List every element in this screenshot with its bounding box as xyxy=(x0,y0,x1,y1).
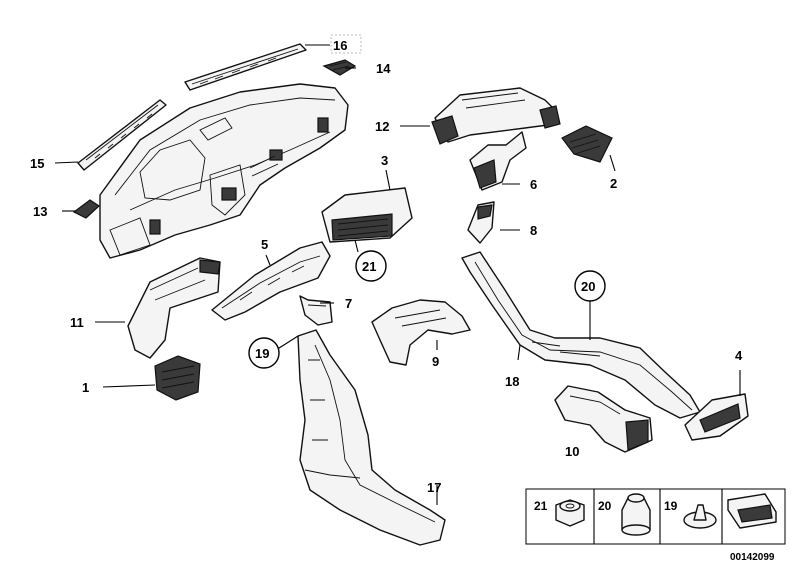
part-9-duct xyxy=(371,299,471,366)
part-15-side-strip xyxy=(77,99,167,171)
label-6: 6 xyxy=(530,177,537,192)
dashboard-panel xyxy=(99,83,349,259)
label-3: 3 xyxy=(381,153,388,168)
circle-19 xyxy=(248,337,280,369)
part-17-floor-duct xyxy=(297,329,446,546)
part-13-cap xyxy=(72,199,100,219)
part-16-defroster-strip xyxy=(184,43,307,91)
label-9: 9 xyxy=(432,354,439,369)
legend-20: 20 xyxy=(598,499,612,513)
clip-icon xyxy=(683,504,717,529)
part-8-piece xyxy=(467,201,495,244)
label-18: 18 xyxy=(505,374,519,389)
legend-21: 21 xyxy=(534,499,548,513)
part-1-left-vent xyxy=(154,355,201,401)
part-4-right-vent xyxy=(684,393,749,441)
leader-lines xyxy=(54,44,741,505)
clip-nut-icon xyxy=(621,493,651,536)
seal-strip-icon xyxy=(727,493,777,529)
circle-20 xyxy=(574,270,606,302)
part-5-middle-duct xyxy=(211,241,331,321)
part-3-center-vent xyxy=(321,187,413,243)
diagram-code: 00142099 xyxy=(730,552,775,563)
label-14: 14 xyxy=(376,61,391,76)
label-4: 4 xyxy=(735,348,743,363)
label-5: 5 xyxy=(261,237,268,252)
label-21: 21 xyxy=(362,259,376,274)
part-6-connector xyxy=(469,131,527,191)
label-8: 8 xyxy=(530,223,537,238)
label-15: 15 xyxy=(30,156,44,171)
circled-labels: 19 20 21 xyxy=(248,250,606,369)
label-2: 2 xyxy=(610,176,617,191)
part-10-duct xyxy=(554,385,653,453)
fastener-legend: 21 20 19 xyxy=(525,488,786,545)
label-17: 17 xyxy=(427,480,441,495)
label-12: 12 xyxy=(375,119,389,134)
part-labels: 1 2 3 4 5 6 7 8 9 10 11 12 13 14 15 16 1… xyxy=(30,34,743,495)
circle-21 xyxy=(355,250,387,282)
label-10: 10 xyxy=(565,444,579,459)
part-7-clip xyxy=(299,295,333,326)
label-1: 1 xyxy=(82,380,89,395)
part-11-left-duct xyxy=(127,257,221,359)
label-20: 20 xyxy=(581,279,595,294)
label-11: 11 xyxy=(70,315,84,330)
legend-19: 19 xyxy=(664,499,678,513)
nut-icon xyxy=(555,499,585,527)
part-12-upper-duct xyxy=(431,87,561,145)
label-13: 13 xyxy=(33,204,47,219)
part-2-vent xyxy=(561,125,613,163)
label-16: 16 xyxy=(333,38,347,53)
part-14-vent xyxy=(322,59,357,76)
label-19: 19 xyxy=(255,346,269,361)
label-7: 7 xyxy=(345,296,352,311)
